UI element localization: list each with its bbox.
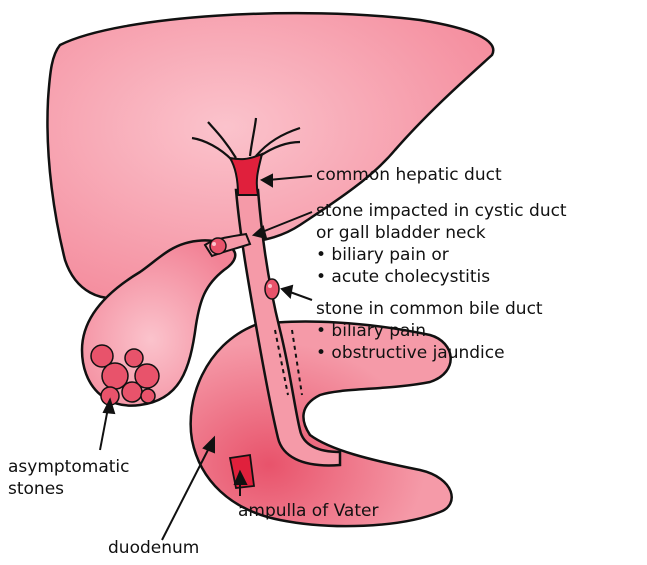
asymptomatic-line-2: stones <box>8 478 129 500</box>
cystic-duct-stone <box>210 238 226 254</box>
label-common-bile-duct-stone: stone in common bile duct • biliary pain… <box>316 298 543 364</box>
label-cystic-duct-stone: stone impacted in cystic duct or gall bl… <box>316 200 567 288</box>
common-bile-duct-stone <box>265 279 279 299</box>
cystic-stone-bullet-2: • acute cholecystitis <box>316 266 567 288</box>
label-asymptomatic-stones: asymptomatic stones <box>8 456 129 500</box>
label-duodenum: duodenum <box>108 537 199 559</box>
cbd-stone-title: stone in common bile duct <box>316 298 543 320</box>
cystic-stone-title: stone impacted in cystic duct <box>316 200 567 222</box>
label-common-hepatic-duct: common hepatic duct <box>316 164 502 186</box>
cbd-stone-bullet-2: • obstructive jaundice <box>316 342 543 364</box>
cystic-stone-bullet-1: • biliary pain or <box>316 244 567 266</box>
cystic-stone-title-2: or gall bladder neck <box>316 222 567 244</box>
label-ampulla-of-vater: ampulla of Vater <box>238 500 378 522</box>
asymptomatic-line-1: asymptomatic <box>8 456 129 478</box>
cbd-stone-bullet-1: • biliary pain <box>316 320 543 342</box>
